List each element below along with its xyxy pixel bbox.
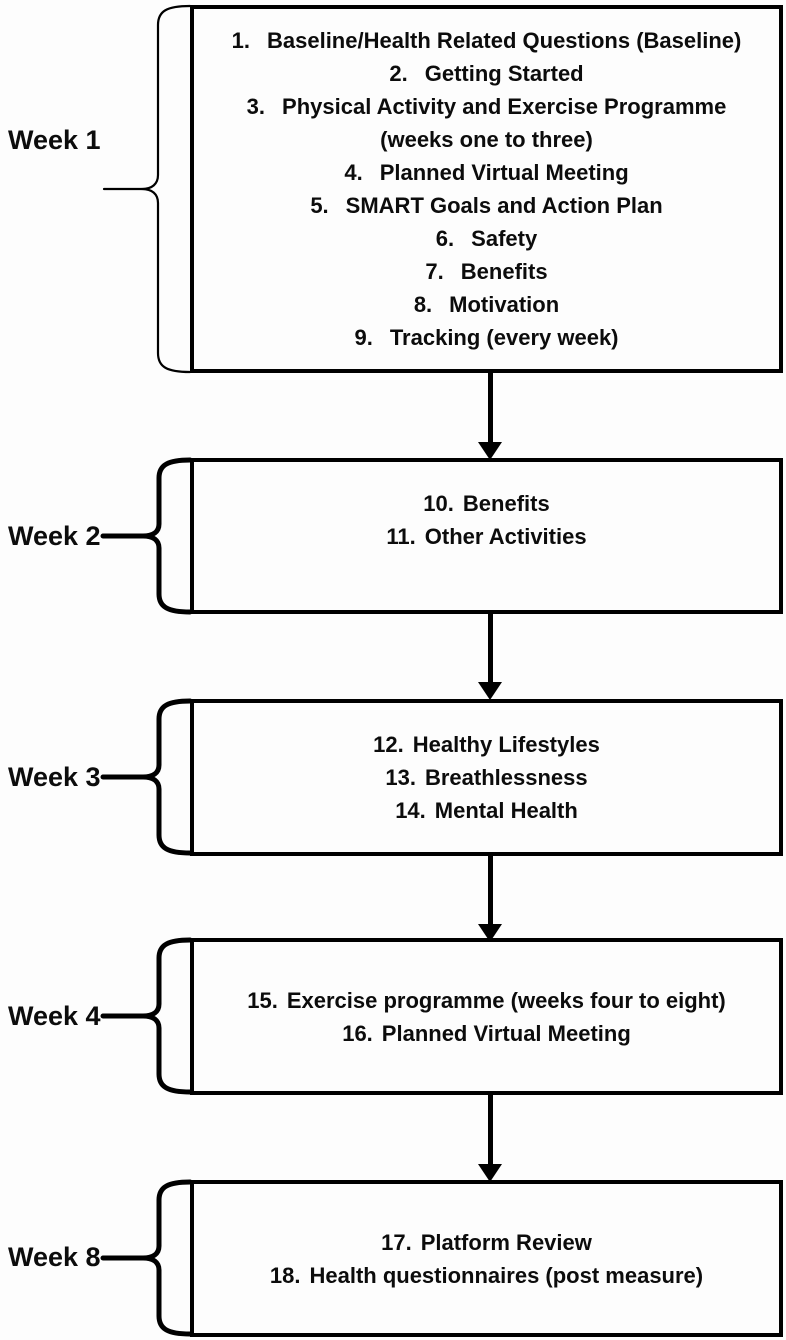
arrow-shaft — [488, 1095, 493, 1167]
item-number: 13. — [385, 765, 416, 790]
item-number: 16. — [342, 1020, 373, 1046]
list-item: 11. Other Activities — [386, 520, 586, 553]
week-3-box: 12.Healthy Lifestyles 13.Breathlessness … — [190, 699, 783, 856]
week-1-brace-icon — [102, 4, 192, 374]
item-number: 12. — [373, 732, 404, 757]
item-text: Baseline/Health Related Questions (Basel… — [266, 28, 742, 53]
list-item: 2. Getting Started — [389, 57, 583, 90]
list-item: 13. Breathlessness — [385, 761, 587, 794]
item-text: Planned Virtual Meeting — [379, 160, 629, 185]
week-8-brace-icon — [100, 1179, 192, 1337]
arrowhead-down-icon — [478, 1164, 502, 1182]
week-label-4: Week 4 — [8, 1001, 101, 1031]
list-item: 6. Safety — [436, 222, 537, 255]
week-3-brace-icon — [100, 698, 192, 856]
list-item: 16. Planned Virtual Meeting — [342, 1017, 631, 1050]
list-item: 7. Benefits — [425, 255, 547, 288]
item-text: Other Activities — [424, 524, 587, 549]
item-number: 9. — [354, 325, 373, 350]
item-text: Motivation — [449, 292, 560, 317]
arrowhead-down-icon — [478, 924, 502, 942]
item-text: Physical Activity and Exercise Programme — [282, 94, 727, 119]
week-1-box: 1. Baseline/Health Related Questions (Bas… — [190, 5, 783, 373]
week-8-box: 17. Platform Review 18. Health questionnai… — [190, 1180, 783, 1337]
item-text: (weeks one to three) — [380, 127, 593, 152]
arrow-shaft — [488, 856, 493, 927]
item-number: 11. — [386, 524, 416, 549]
arrow-shaft — [488, 372, 493, 445]
list-item: 17. Platform Review — [381, 1226, 592, 1259]
item-number: 18. — [269, 1262, 301, 1288]
item-number: 5. — [310, 193, 329, 218]
item-text: Platform Review — [420, 1229, 592, 1255]
item-text: Breathlessness — [424, 765, 588, 790]
item-text: Mental Health — [434, 798, 578, 823]
flow-arrow — [478, 856, 503, 942]
list-item: 12. Healthy Lifestyles — [373, 728, 600, 761]
flow-arrow — [478, 613, 503, 700]
list-item: 9. Tracking (every week) — [354, 321, 618, 354]
item-text: Exercise programme (weeks four to eight) — [286, 987, 726, 1013]
list-item: 1. Baseline/Health Related Questions (Bas… — [232, 24, 742, 57]
week-4-brace-icon — [100, 937, 192, 1095]
item-text: SMART Goals and Action Plan — [345, 193, 663, 218]
list-item: 14. Mental Health — [395, 794, 578, 827]
item-number: 3. — [246, 94, 266, 119]
list-item: 5. SMART Goals and Action Plan — [310, 189, 662, 222]
item-text: Getting Started — [424, 61, 584, 86]
list-item-continuation: (weeks one to three) — [380, 123, 593, 156]
flow-arrow — [478, 372, 503, 460]
item-number: 10. — [423, 491, 454, 516]
item-text: Health questionnaires (post measure) — [309, 1262, 704, 1288]
week-label-8: Week 8 — [8, 1242, 101, 1272]
item-number: 14. — [395, 798, 426, 823]
arrowhead-down-icon — [478, 442, 502, 460]
week-2-brace-icon — [100, 457, 192, 615]
week-2-box: 10. Benefits 11. Other Activities — [190, 458, 783, 614]
item-number: 7. — [425, 259, 444, 284]
list-item: 8. Motivation — [414, 288, 559, 321]
item-number: 1. — [231, 28, 250, 53]
arrowhead-down-icon — [478, 682, 502, 700]
item-number: 17. — [381, 1229, 412, 1255]
item-number: 2. — [389, 61, 408, 86]
item-text: Healthy Lifestyles — [412, 732, 600, 757]
item-text: Planned Virtual Meeting — [381, 1020, 631, 1046]
week-label-3: Week 3 — [8, 762, 101, 792]
list-item: 3. Physical Activity and Exercise Program… — [247, 90, 727, 123]
week-4-box: 15. Exercise programme (weeks four to eig… — [190, 938, 783, 1095]
week-label-2: Week 2 — [8, 521, 101, 551]
item-number: 8. — [413, 292, 433, 317]
list-item: 15. Exercise programme (weeks four to eig… — [247, 984, 726, 1017]
list-item: 10. Benefits — [423, 487, 549, 520]
item-text: Tracking (every week) — [389, 325, 619, 350]
item-text: Benefits — [460, 259, 548, 284]
list-item: 18. Health questionnaires (post measure) — [270, 1259, 703, 1292]
item-number: 6. — [435, 226, 455, 251]
item-number: 4. — [344, 160, 363, 185]
list-item: 4. Planned Virtual Meeting — [344, 156, 628, 189]
flow-arrow — [478, 1095, 503, 1182]
item-number: 15. — [247, 987, 278, 1013]
item-text: Benefits — [462, 491, 550, 516]
item-text: Safety — [471, 226, 538, 251]
week-label-1: Week 1 — [8, 125, 101, 155]
arrow-shaft — [488, 613, 493, 685]
